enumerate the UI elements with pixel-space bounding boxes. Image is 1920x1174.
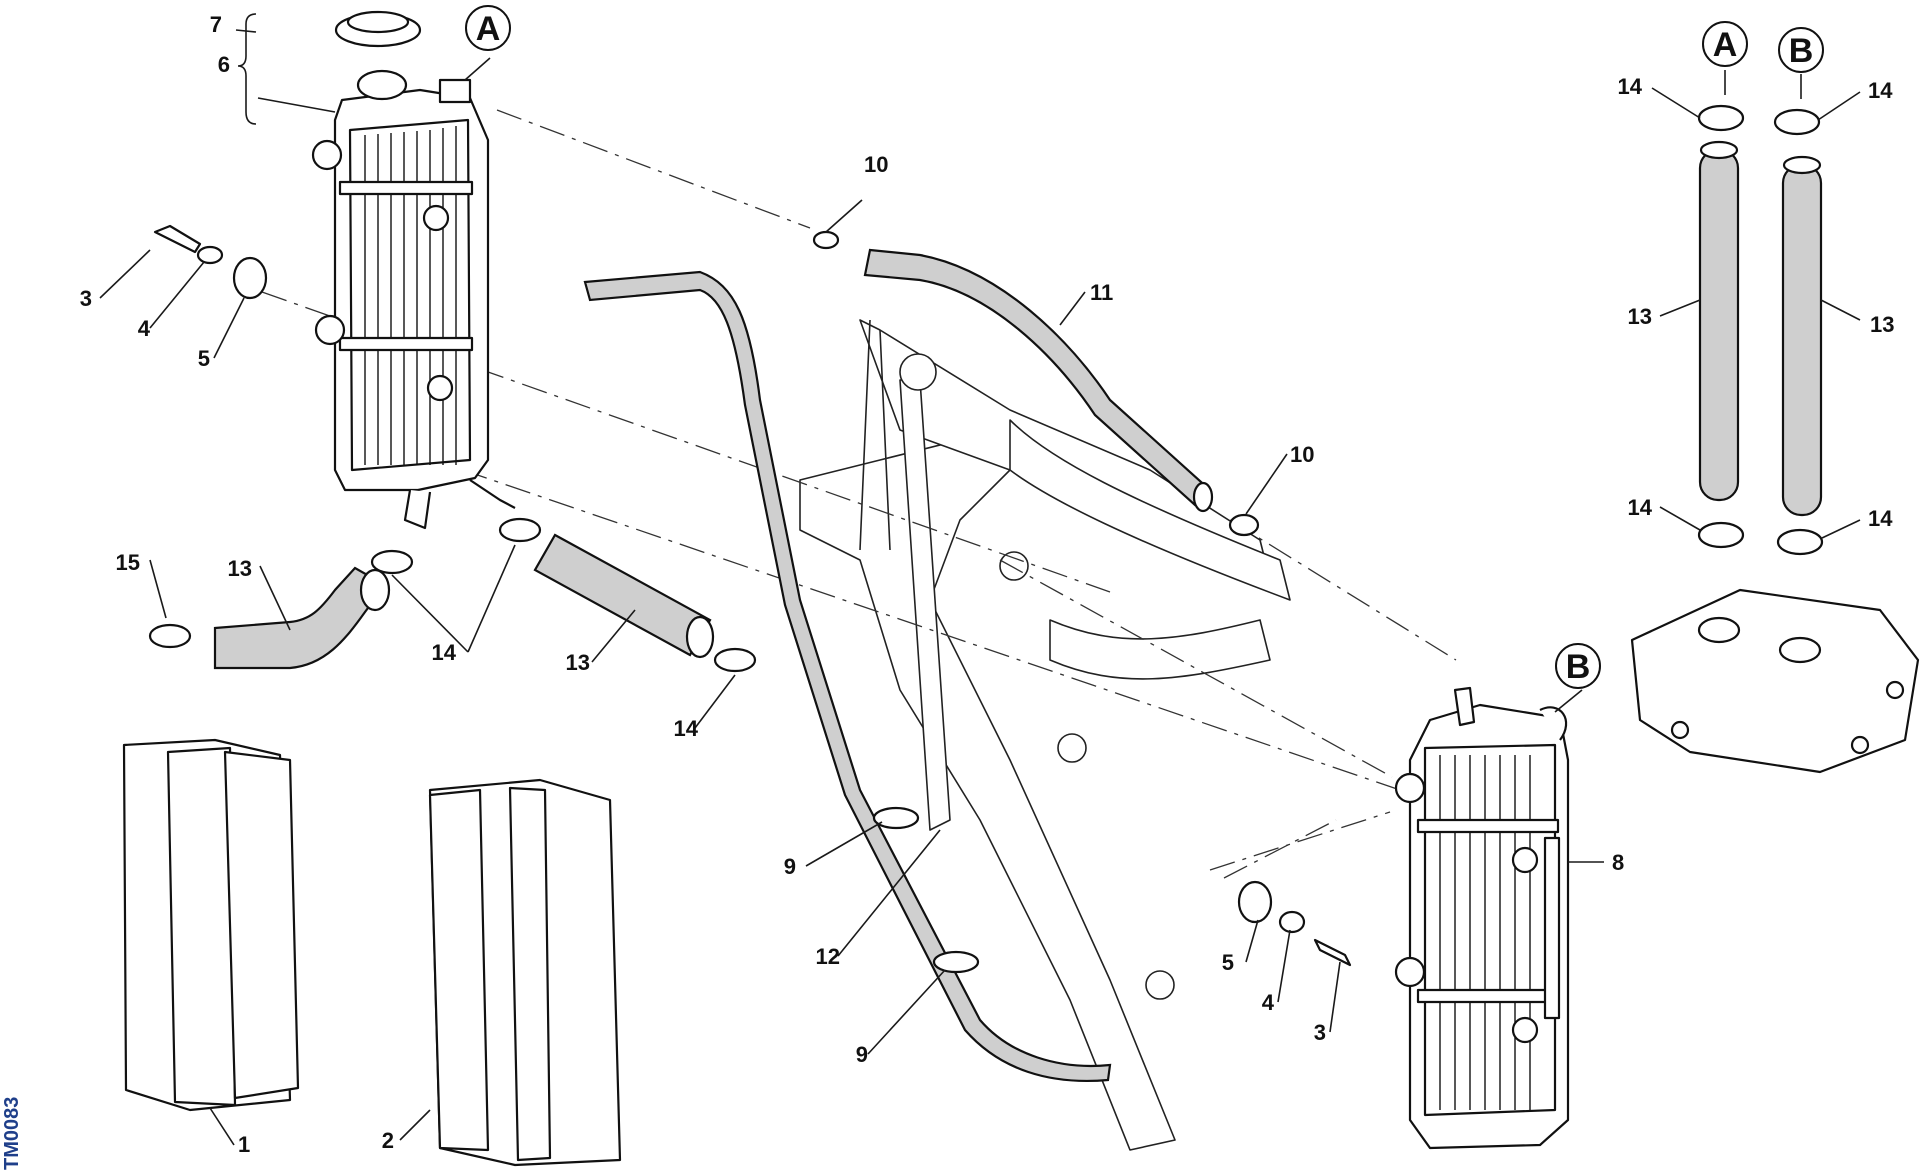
callout-15: 15 (116, 550, 140, 575)
callout-13-inset-right: 13 (1870, 312, 1894, 337)
drawing-code: TM0083 (1, 1097, 23, 1170)
hose-11 (863, 248, 1214, 513)
callout-14-inset-bottom-left: 14 (1628, 495, 1653, 520)
callout-7: 7 (210, 12, 222, 37)
mounting-hardware-right (1237, 880, 1352, 967)
radiator-cap (334, 10, 422, 48)
callout-11: 11 (1090, 280, 1113, 305)
callout-1: 1 (238, 1132, 250, 1157)
connection-marker-a-inset: A (1702, 21, 1748, 67)
svg-text:B: B (1566, 648, 1591, 686)
callout-9-lower: 9 (856, 1042, 868, 1067)
callout-12: 12 (816, 944, 840, 969)
callout-14-middle: 14 (674, 716, 699, 741)
callout-13-inset-left: 13 (1628, 304, 1652, 329)
callout-14-inset-top-right: 14 (1868, 78, 1893, 103)
radiator-guard-1 (122, 738, 300, 1112)
callout-6: 6 (218, 52, 230, 77)
callout-10-top: 10 (864, 152, 888, 177)
mounting-hardware-left (153, 224, 268, 300)
callout-4-left: 4 (138, 316, 151, 341)
hose-clamps (148, 104, 1824, 974)
callout-3-right: 3 (1314, 1020, 1326, 1045)
callout-10-right: 10 (1290, 442, 1314, 467)
motorcycle-frame (799, 319, 1291, 1151)
left-radiator (311, 69, 516, 530)
water-pump-cover (1630, 588, 1920, 774)
hoses-13-inset (1698, 140, 1823, 517)
callout-labels: 7 6 3 4 5 15 13 14 13 14 10 11 10 9 12 9… (80, 12, 1895, 1157)
callout-5-left: 5 (198, 346, 210, 371)
right-radiator (1394, 686, 1570, 1150)
svg-text:A: A (1713, 26, 1738, 64)
callout-5-right: 5 (1222, 950, 1234, 975)
callout-3-left: 3 (80, 286, 92, 311)
svg-text:A: A (476, 10, 501, 48)
callout-14-left: 14 (432, 640, 457, 665)
hose-13-left (213, 566, 391, 670)
connection-marker-b-main: B (1555, 643, 1601, 689)
hose-12 (583, 270, 1112, 1082)
hose-13-middle (533, 533, 715, 659)
leader-lines (99, 13, 1861, 1146)
connection-marker-a-main: A (465, 5, 511, 51)
callout-8: 8 (1612, 850, 1624, 875)
callout-13-left: 13 (228, 556, 252, 581)
callout-4-right: 4 (1262, 990, 1275, 1015)
svg-text:B: B (1789, 32, 1814, 70)
callout-2: 2 (382, 1128, 394, 1153)
callout-14-inset-bottom-right: 14 (1868, 506, 1893, 531)
callout-14-inset-top-left: 14 (1618, 74, 1643, 99)
callout-9-upper: 9 (784, 854, 796, 879)
callout-13-middle: 13 (566, 650, 590, 675)
radiator-guard-2 (428, 778, 622, 1167)
connection-marker-b-inset: B (1778, 27, 1824, 73)
